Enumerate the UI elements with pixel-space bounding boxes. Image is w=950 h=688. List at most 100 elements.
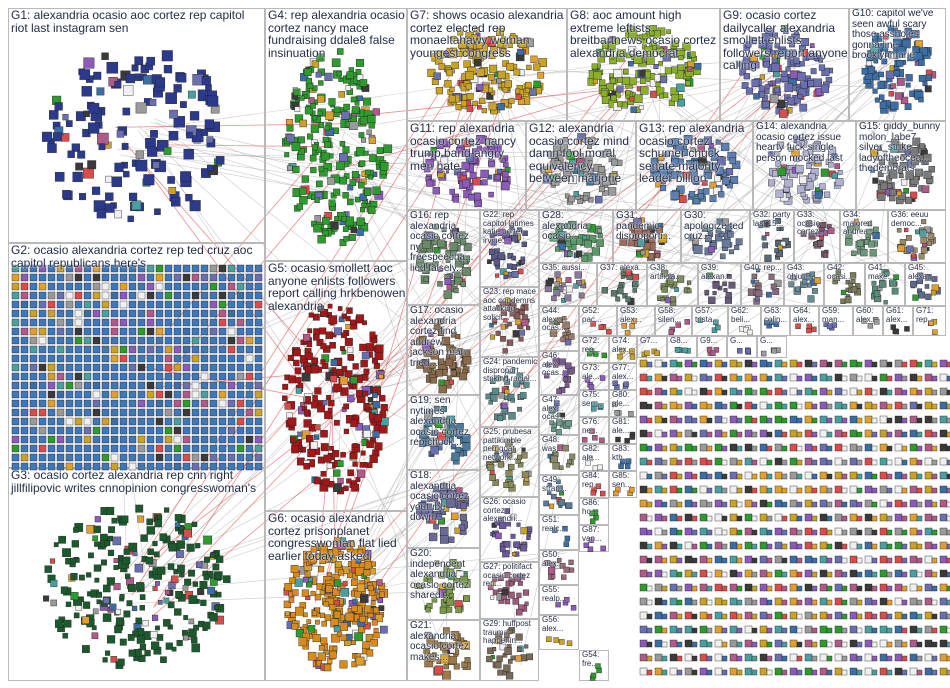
- group-g35: G35: aussi...: [539, 263, 597, 306]
- group-label: G...: [760, 336, 773, 345]
- group-label: G29: huffpost trauma happenin...: [483, 619, 534, 645]
- group-label: G63: colin...: [764, 306, 788, 324]
- group-g3: G3: ocasio cortez alexandria rep cnn rig…: [8, 468, 265, 681]
- group-small: G85: sen...: [609, 471, 637, 498]
- group-label: G31: pandemic disproporti...: [616, 210, 672, 242]
- group-label: G34: majored andrea...: [843, 210, 875, 236]
- group-small: G...: [757, 336, 787, 358]
- group-g14: G14: alexandria ocasio cortez issue hear…: [753, 121, 856, 210]
- group-label: G59: man...: [822, 306, 845, 324]
- group-label: G12: alexandria ocasio cortez mind damn …: [529, 121, 633, 185]
- group-small: G81: ale...: [609, 417, 637, 444]
- group-g6: G6: ocasio alexandria cortez prisonplane…: [265, 511, 407, 681]
- group-label: G81: ale...: [612, 417, 632, 435]
- group-small: G64: alex...: [790, 306, 819, 336]
- group-small: G61: alex...: [883, 306, 913, 336]
- group-label: G46: alex... ocas...: [542, 351, 566, 377]
- group-g20: G20: independent alexandria ocasio corte…: [407, 548, 480, 620]
- group-label: G23: rep mace aoc condemns attacking sol…: [483, 287, 539, 322]
- group-label: G71: rep...: [916, 306, 936, 324]
- group-g23: G23: rep mace aoc condemns attacking sol…: [480, 287, 539, 357]
- group-g2: G2: ocasio alexandria cortez rep ted cru…: [8, 243, 265, 468]
- group-g31: G31: pandemic disproporti...: [613, 210, 681, 263]
- group-label: G8...: [670, 336, 688, 345]
- group-label: G41: make...: [868, 263, 895, 281]
- group-label: G72: rep...: [582, 336, 602, 354]
- group-g47: G47: alex... ocas...: [539, 395, 579, 435]
- group-label: G53: alex...: [620, 306, 642, 324]
- group-g28: G28: alexandria ocasio...: [539, 210, 613, 263]
- group-small: G86: ho...: [579, 498, 609, 525]
- group-label: G49: stran...: [542, 475, 567, 493]
- group-g25: G25: prubesa pattikimble perrigoat netwo…: [480, 427, 539, 497]
- group-label: G60: alex...: [856, 306, 878, 324]
- group-label: G25: prubesa pattikimble perrigoat netwo…: [483, 427, 534, 462]
- group-label: G35: aussi...: [542, 263, 587, 272]
- group-g37: G37: alexa...: [597, 263, 647, 306]
- group-g13: G13: rep alexandria ocasio cortez schume…: [636, 121, 753, 210]
- group-small: G76: ne...: [579, 417, 609, 444]
- group-g36: G36: eeuu democ...: [888, 210, 946, 263]
- group-label: G39: alexan...: [701, 263, 732, 281]
- group-label: G58: silen...: [658, 306, 682, 324]
- group-small: G51: realc...: [539, 515, 579, 550]
- group-label: G22: rep capitol latimes katie porter ir…: [483, 210, 536, 245]
- group-label: G16: rep alexandria ocasio cortez ny fre…: [410, 210, 477, 274]
- group-label: G54: fre...: [582, 650, 602, 668]
- group-label: G57: trista...: [695, 306, 720, 324]
- group-g11: G11: rep alexandria ocasio cortez nancy …: [407, 121, 526, 210]
- group-label: G43: ohjuli...: [787, 263, 813, 281]
- group-g5: G5: ocasio smollett aoc anyone enlists f…: [265, 261, 407, 511]
- group-small: G82: ale...: [579, 444, 609, 471]
- group-label: G55: realp...: [542, 585, 567, 603]
- group-label: G7...: [640, 336, 658, 345]
- group-label: G44: alex... ocas...: [542, 306, 566, 332]
- group-g19: G19: sen nytimes alexandria ocasio corte…: [407, 395, 480, 470]
- group-label: G64: alex...: [793, 306, 815, 324]
- group-g43: G43: ohjuli...: [784, 263, 824, 306]
- group-label: G37: alexa...: [600, 263, 646, 272]
- group-label: G40: rep...: [744, 263, 782, 272]
- group-g45: G45: alexa...: [905, 263, 946, 306]
- group-label: G61: alex...: [886, 306, 908, 324]
- group-small: G7...: [637, 336, 667, 358]
- group-g33: G33: ocasio cortez...: [794, 210, 840, 263]
- group-small: G53: alex...: [617, 306, 655, 336]
- group-small: G63: colin...: [761, 306, 790, 336]
- group-g18: G18: alexandria ocasio cortez youtube do…: [407, 470, 480, 548]
- group-small: G74: alex...: [609, 336, 637, 363]
- group-label: G77: alex...: [612, 363, 634, 381]
- group-label: G45: alexa...: [908, 263, 934, 281]
- group-label: G5: ocasio smollett aoc anyone enlists f…: [268, 261, 406, 313]
- group-g9: G9: ocasio cortez dailycaller alexandria…: [720, 8, 849, 121]
- group-label: G86: ho...: [582, 498, 602, 516]
- group-label: G...: [730, 336, 743, 345]
- group-label: G83: kth...: [612, 444, 632, 462]
- group-label: G85: sen...: [612, 471, 632, 489]
- group-label: G11: rep alexandria ocasio cortez nancy …: [410, 121, 520, 173]
- group-label: G9: ocasio cortez dailycaller alexandria…: [723, 8, 848, 72]
- group-label: G52: pac...: [582, 306, 602, 324]
- group-label: G32: party last 15...: [753, 210, 793, 228]
- group-label: G24: pandemic disproport... striking rac…: [483, 357, 538, 383]
- group-label: G19: sen nytimes alexandria ocasio corte…: [410, 395, 472, 448]
- group-label: G26: ocasio cortez alexandri...: [483, 497, 528, 523]
- group-small: G56: alex...: [539, 615, 579, 650]
- group-g26: G26: ocasio cortez alexandri...: [480, 497, 539, 562]
- group-g34: G34: majored andrea...: [840, 210, 888, 263]
- group-label: G4: rep alexandria ocasio cortez nancy m…: [268, 8, 405, 60]
- group-label: G73: ale...: [582, 363, 602, 381]
- group-g48: G48: was...: [539, 435, 579, 475]
- group-small: G57: trista...: [692, 306, 728, 336]
- group-label: G80: ale...: [612, 390, 632, 408]
- group-small: G...: [727, 336, 757, 358]
- group-label: G10: capitol we've seen awful scary thos…: [852, 8, 937, 61]
- group-small: G58: silen...: [655, 306, 692, 336]
- group-g12: G12: alexandria ocasio cortez mind damn …: [526, 121, 636, 210]
- group-g40: G40: rep...: [741, 263, 784, 306]
- group-label: G2: ocasio alexandria cortez rep ted cru…: [11, 243, 256, 270]
- group-g22: G22: rep capitol latimes katie porter ir…: [480, 210, 539, 287]
- group-g24: G24: pandemic disproport... striking rac…: [480, 357, 539, 427]
- group-label: G17: ocasio alexandria cortez find andre…: [410, 305, 469, 369]
